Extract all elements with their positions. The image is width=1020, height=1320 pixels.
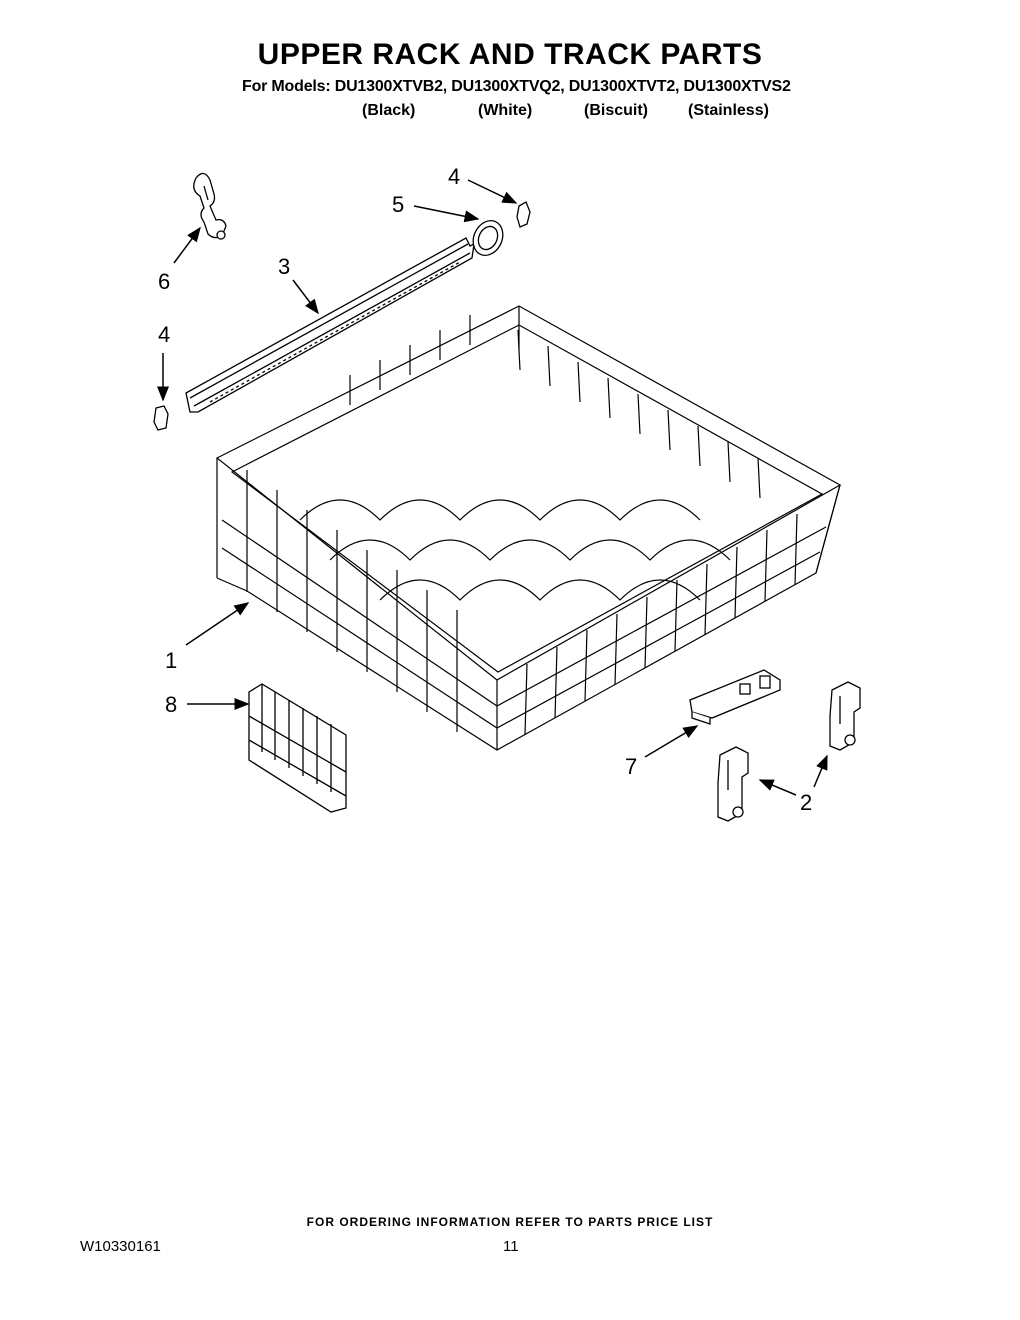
finish-label-white: (White)	[478, 102, 533, 119]
leader-3	[292, 279, 319, 315]
cap-ring-icon	[472, 219, 504, 257]
finish-label-stainless: (Stainless)	[688, 102, 769, 119]
stop-clip-icon	[153, 201, 531, 431]
callout-3: 3	[278, 254, 291, 279]
callout-6: 6	[158, 269, 171, 294]
adjuster-lever-icon	[193, 172, 227, 240]
rack-side-wires	[524, 513, 798, 736]
track-rail-icon	[185, 237, 475, 413]
rack-icon	[215, 305, 842, 751]
page-title: UPPER RACK AND TRACK PARTS	[257, 38, 763, 71]
leader-lines	[157, 179, 828, 796]
finish-label-black: (Black)	[362, 102, 416, 119]
page-number: 11	[503, 1238, 519, 1255]
leader-1	[185, 602, 250, 646]
callout-4-top: 4	[448, 164, 461, 189]
leader-4-top	[467, 179, 518, 204]
finish-label-biscuit: (Biscuit)	[584, 102, 648, 119]
leader-6	[173, 226, 201, 264]
shelf-clip-icon	[689, 669, 781, 725]
leader-5	[413, 205, 480, 223]
callout-8: 8	[165, 692, 178, 717]
ordering-note: FOR ORDERING INFORMATION REFER TO PARTS …	[306, 1215, 714, 1229]
rack-tines	[299, 315, 761, 601]
callout-2: 2	[800, 790, 813, 815]
rack-wheel-icon	[717, 746, 749, 822]
leader-2-right	[813, 754, 828, 788]
callout-7: 7	[625, 754, 638, 779]
rack-front-wires	[246, 470, 458, 732]
models-line: For Models: DU1300XTVB2, DU1300XTVQ2, DU…	[242, 78, 791, 95]
callout-1: 1	[165, 648, 178, 673]
tine-row-icon	[248, 683, 347, 813]
leader-2-left	[758, 779, 797, 796]
callout-4-left: 4	[158, 322, 171, 347]
leader-7	[644, 725, 699, 758]
rack-wheel-icon-2	[829, 681, 861, 751]
document-number: W10330161	[80, 1238, 161, 1255]
callout-5: 5	[392, 192, 405, 217]
